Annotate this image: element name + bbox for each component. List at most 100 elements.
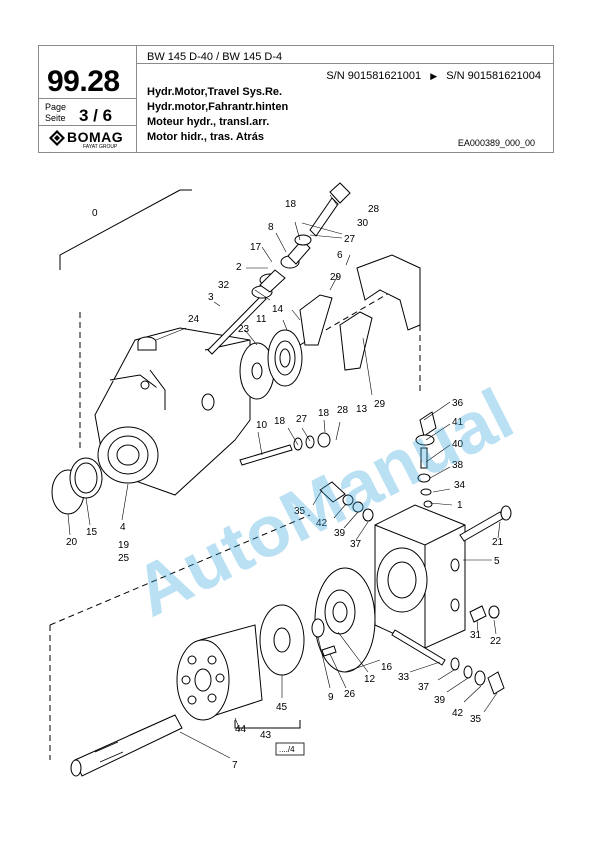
- callout-label: 1: [457, 500, 463, 511]
- serial-range: S/N 901581621001 ▶ S/N 901581621004: [326, 70, 541, 82]
- callout-label: 42: [452, 708, 464, 719]
- callout-label: 14: [272, 304, 284, 315]
- callout-label: 4: [120, 522, 126, 533]
- page-number: 3 / 6: [79, 106, 113, 125]
- group-number: 99.28: [47, 65, 120, 98]
- motor-housing: [94, 327, 251, 496]
- callout-label: 26: [344, 689, 356, 700]
- callout-label: 18: [285, 199, 297, 210]
- callout-label: 5: [494, 556, 500, 567]
- callout-label: 39: [434, 695, 446, 706]
- part-control-plate: [273, 627, 291, 653]
- callout-label: 40: [452, 439, 464, 450]
- callout-label: 37: [418, 682, 430, 693]
- logo-text: BOMAG: [67, 129, 124, 145]
- callout-label: 32: [218, 280, 230, 291]
- header-divider: [137, 63, 553, 64]
- part-fitting-left: [319, 481, 374, 522]
- document-number: EA000389_000_00: [457, 138, 535, 148]
- part-bolt: [500, 505, 512, 521]
- callout-label: 35: [294, 506, 306, 517]
- part-valve-plate: [324, 589, 356, 635]
- callout-label: 16: [381, 662, 393, 673]
- serial-to: S/N 901581621004: [446, 70, 541, 82]
- part-disk: [251, 362, 263, 380]
- part-washer: [450, 657, 460, 671]
- part-shell: [339, 311, 373, 371]
- title-en: Hydr.Motor,Travel Sys.Re.: [147, 86, 283, 98]
- part-flange-housing: [374, 504, 466, 649]
- callout-label: 39: [334, 528, 346, 539]
- callout-label: 19: [118, 540, 130, 551]
- assembly-boundary: [49, 514, 311, 626]
- callout-label: 2: [236, 262, 242, 273]
- callout-leaders: [67, 194, 501, 759]
- callout-label: 28: [368, 204, 380, 215]
- callout-label: 22: [490, 636, 502, 647]
- callout-label: 21: [492, 537, 504, 548]
- callout-label: 20: [66, 537, 78, 548]
- callout-label: 33: [398, 672, 410, 683]
- callout-label: 9: [328, 692, 334, 703]
- part-bolt-series: [239, 432, 331, 466]
- part-washer: [311, 618, 325, 638]
- bomag-logo: BOMAG FAYAT GROUP: [49, 129, 123, 151]
- callout-label: 3: [208, 292, 214, 303]
- title-de: Hydr.motor,Fahrantr.hinten: [147, 101, 289, 113]
- logo-subtitle: FAYAT GROUP: [83, 144, 118, 150]
- reference-box-label: ..../4: [279, 745, 295, 754]
- page-label-de: Seite: [45, 113, 66, 123]
- reference-box: [275, 742, 305, 756]
- callout-label: 11: [256, 314, 267, 325]
- callout-label: 18: [274, 416, 286, 427]
- assembly-frame-0: [59, 189, 181, 270]
- part-shell: [299, 294, 333, 346]
- arrow-right-icon: ▶: [430, 71, 438, 81]
- part-pin: [207, 294, 267, 355]
- part-washer: [463, 665, 473, 679]
- callout-label: 43: [260, 730, 272, 741]
- serial-from: S/N 901581621001: [326, 70, 422, 82]
- callout-label: 13: [356, 404, 368, 415]
- callout-label: 15: [86, 527, 98, 538]
- title-es: Motor hidr., tras. Atrás: [147, 131, 264, 143]
- header-frame: BW 145 D-40 / BW 145 D-4 S/N 90158162100…: [38, 45, 554, 153]
- callout-label: 23: [238, 324, 250, 335]
- callout-label: 12: [364, 674, 376, 685]
- callout-label: 7: [232, 760, 238, 771]
- part-control-plate: [259, 604, 305, 676]
- callout-label: 36: [452, 398, 464, 409]
- callout-label: 44: [235, 724, 247, 735]
- callout-label: 27: [344, 234, 356, 245]
- callout-label: 10: [256, 420, 268, 431]
- part-rod: [391, 629, 446, 666]
- callout-label: 45: [276, 702, 288, 713]
- header-divider-vertical: [136, 46, 137, 152]
- model-name: BW 145 D-40 / BW 145 D-4: [147, 51, 283, 63]
- callout-label: 17: [250, 242, 262, 253]
- callout-label: 42: [316, 518, 328, 529]
- callout-labels: 0 1 2 3 4 5 6 7 8 9 10 11 12 13 14 15 16…: [66, 199, 504, 771]
- part-bracket: [356, 254, 421, 331]
- callout-label: 29: [374, 399, 386, 410]
- callout-label: 29: [330, 272, 342, 283]
- callout-label: 35: [470, 714, 482, 725]
- assembly-bracket-43: [234, 720, 301, 729]
- part-drive-shaft: [70, 714, 183, 777]
- part-ring: [74, 462, 98, 494]
- part-bearing: [267, 329, 303, 387]
- callout-label: 27: [296, 414, 308, 425]
- part-plug-screw: [487, 671, 505, 695]
- callout-label: 8: [268, 222, 274, 233]
- part-pin-small: [321, 645, 337, 657]
- callout-label: 31: [470, 630, 482, 641]
- header-divider: [39, 125, 136, 126]
- logo-diamond-icon: [49, 130, 65, 146]
- callout-label: 6: [337, 250, 343, 261]
- callout-label: 25: [118, 553, 130, 564]
- part-valve-plate: [332, 601, 348, 623]
- callout-label: 30: [357, 218, 369, 229]
- part-stack-upper: [251, 182, 351, 299]
- callout-label: 34: [454, 480, 466, 491]
